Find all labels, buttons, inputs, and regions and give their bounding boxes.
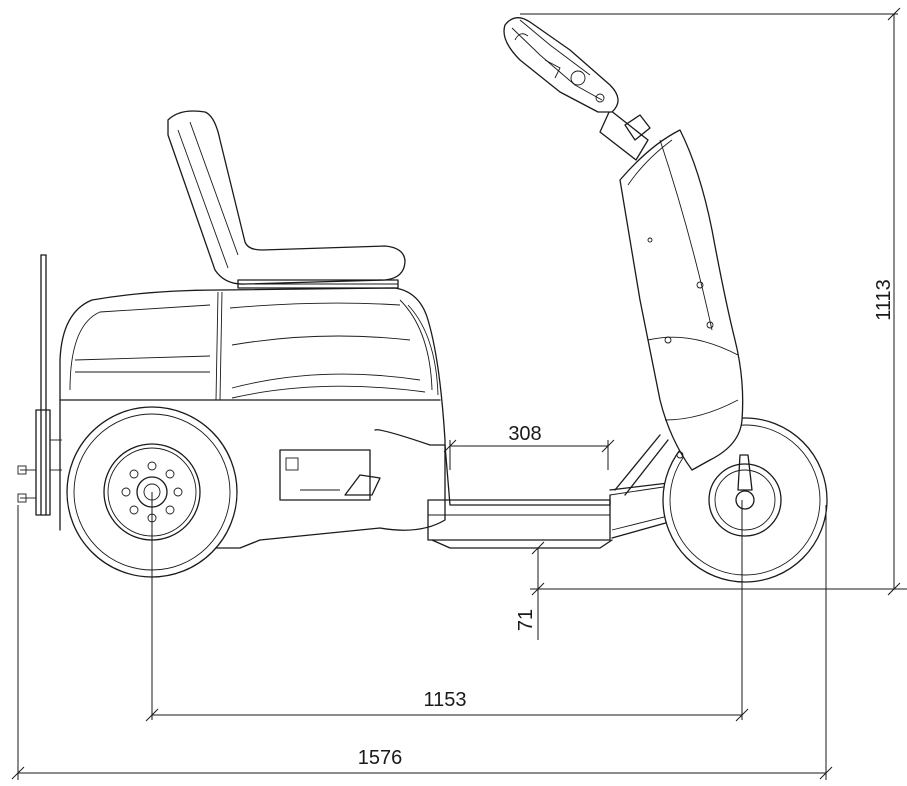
dimension-floor-width: 308 xyxy=(443,423,615,470)
seat xyxy=(167,110,406,289)
rear-body xyxy=(59,287,446,549)
dimension-overall-height: 1113 xyxy=(520,7,907,596)
side-panel-detail xyxy=(279,449,381,501)
dimension-label-1576: 1576 xyxy=(358,747,403,769)
front-shield xyxy=(614,129,744,496)
dimension-wheelbase: 1153 xyxy=(145,492,749,722)
vehicle xyxy=(17,17,828,583)
rear-bumper xyxy=(17,254,62,516)
dimension-overall-length: 1576 xyxy=(11,505,833,780)
dimension-label-71: 71 xyxy=(515,609,537,631)
dimension-ground-clearance: 71 xyxy=(515,541,760,640)
dimension-label-1113: 1113 xyxy=(873,279,895,321)
dimension-label-308: 308 xyxy=(508,423,541,445)
steering-column xyxy=(503,17,651,161)
dimension-label-1153: 1153 xyxy=(423,689,466,711)
